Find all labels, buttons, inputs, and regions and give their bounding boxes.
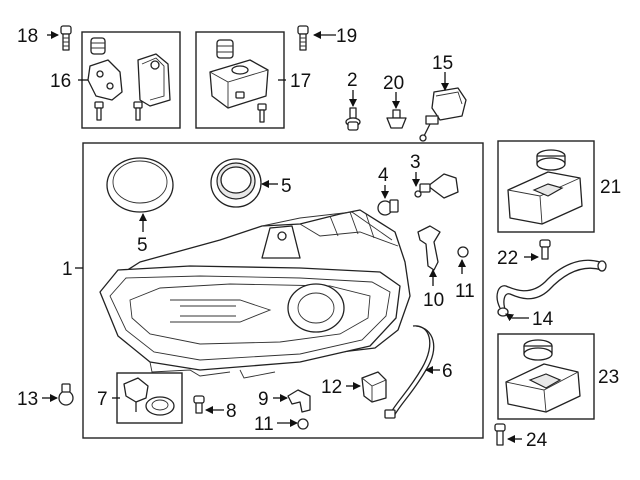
headlamp-housing-icon bbox=[99, 209, 411, 379]
bulb-4-icon bbox=[377, 199, 399, 216]
callout-2: 2 bbox=[347, 70, 358, 91]
xenon-bulb-15-icon bbox=[419, 87, 467, 142]
ballast-21-icon bbox=[507, 149, 583, 225]
elbow-9-icon bbox=[287, 389, 311, 413]
screw-22-icon bbox=[539, 239, 551, 260]
callout-5a: 5 bbox=[137, 235, 148, 256]
socket-7-icon bbox=[123, 377, 175, 416]
grommet-11-top-icon bbox=[457, 246, 469, 258]
callout-9: 9 bbox=[258, 389, 269, 410]
bracket-16-parts-icon bbox=[87, 37, 171, 121]
bulb-socket-3-icon bbox=[414, 173, 459, 199]
screw-24-icon bbox=[494, 423, 506, 446]
clip-20-icon bbox=[386, 109, 407, 129]
bolt-19-icon bbox=[297, 25, 309, 51]
ballast-23-icon bbox=[505, 339, 581, 413]
dust-cap-5-left-icon bbox=[106, 157, 174, 213]
callout-21: 21 bbox=[600, 177, 621, 198]
bolt-18-icon bbox=[60, 25, 72, 51]
callout-18: 18 bbox=[17, 26, 38, 47]
connector-12-icon bbox=[361, 371, 387, 403]
callout-8: 8 bbox=[226, 401, 237, 422]
leader-lines bbox=[42, 31, 539, 443]
callout-3: 3 bbox=[410, 152, 421, 173]
bracket-17-parts-icon bbox=[209, 39, 269, 123]
dust-cap-5-right-icon bbox=[210, 158, 262, 208]
screw-8-icon bbox=[193, 395, 205, 414]
ballast-21-frame bbox=[497, 140, 595, 233]
grommet-11-bottom-icon bbox=[297, 418, 309, 430]
callout-labels: 18 19 16 17 2 20 15 1 5 5 4 3 10 11 6 12… bbox=[17, 26, 621, 451]
callout-5b: 5 bbox=[281, 176, 292, 197]
callout-12: 12 bbox=[321, 377, 342, 398]
callout-23: 23 bbox=[598, 367, 619, 388]
ballast-23-frame bbox=[497, 333, 595, 420]
callout-15: 15 bbox=[432, 53, 453, 74]
bolt-13-icon bbox=[58, 383, 74, 406]
callout-14: 14 bbox=[532, 309, 554, 330]
vent-hose-14-icon bbox=[496, 259, 607, 317]
callout-13: 13 bbox=[17, 389, 38, 410]
bracket-10-icon bbox=[417, 225, 441, 271]
callout-20: 20 bbox=[383, 73, 404, 94]
screw-2-icon bbox=[345, 107, 361, 131]
callout-1: 1 bbox=[62, 259, 73, 280]
callout-11b: 11 bbox=[254, 414, 274, 435]
callout-24: 24 bbox=[526, 430, 548, 451]
callout-10: 10 bbox=[423, 290, 444, 311]
callout-7: 7 bbox=[97, 389, 108, 410]
main-assembly-frame bbox=[82, 142, 484, 439]
callout-17: 17 bbox=[290, 71, 311, 92]
callout-19: 19 bbox=[336, 26, 357, 47]
wire-harness-6-icon bbox=[384, 325, 435, 419]
callout-4: 4 bbox=[378, 165, 389, 186]
callout-22: 22 bbox=[497, 248, 518, 269]
callout-11a: 11 bbox=[455, 281, 475, 302]
callout-16: 16 bbox=[50, 71, 71, 92]
socket-kit-7-frame bbox=[116, 372, 183, 424]
callout-6: 6 bbox=[442, 361, 453, 382]
